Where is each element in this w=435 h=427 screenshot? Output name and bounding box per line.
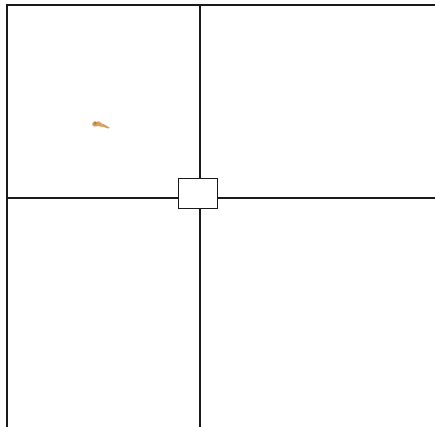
vertical-crosshair-line: [199, 4, 201, 427]
orange-marker-icon: [90, 118, 112, 132]
frame-top-border: [6, 4, 435, 6]
center-handle-box[interactable]: [178, 178, 218, 209]
frame-left-border: [6, 4, 8, 427]
horizontal-crosshair-line: [6, 197, 435, 199]
